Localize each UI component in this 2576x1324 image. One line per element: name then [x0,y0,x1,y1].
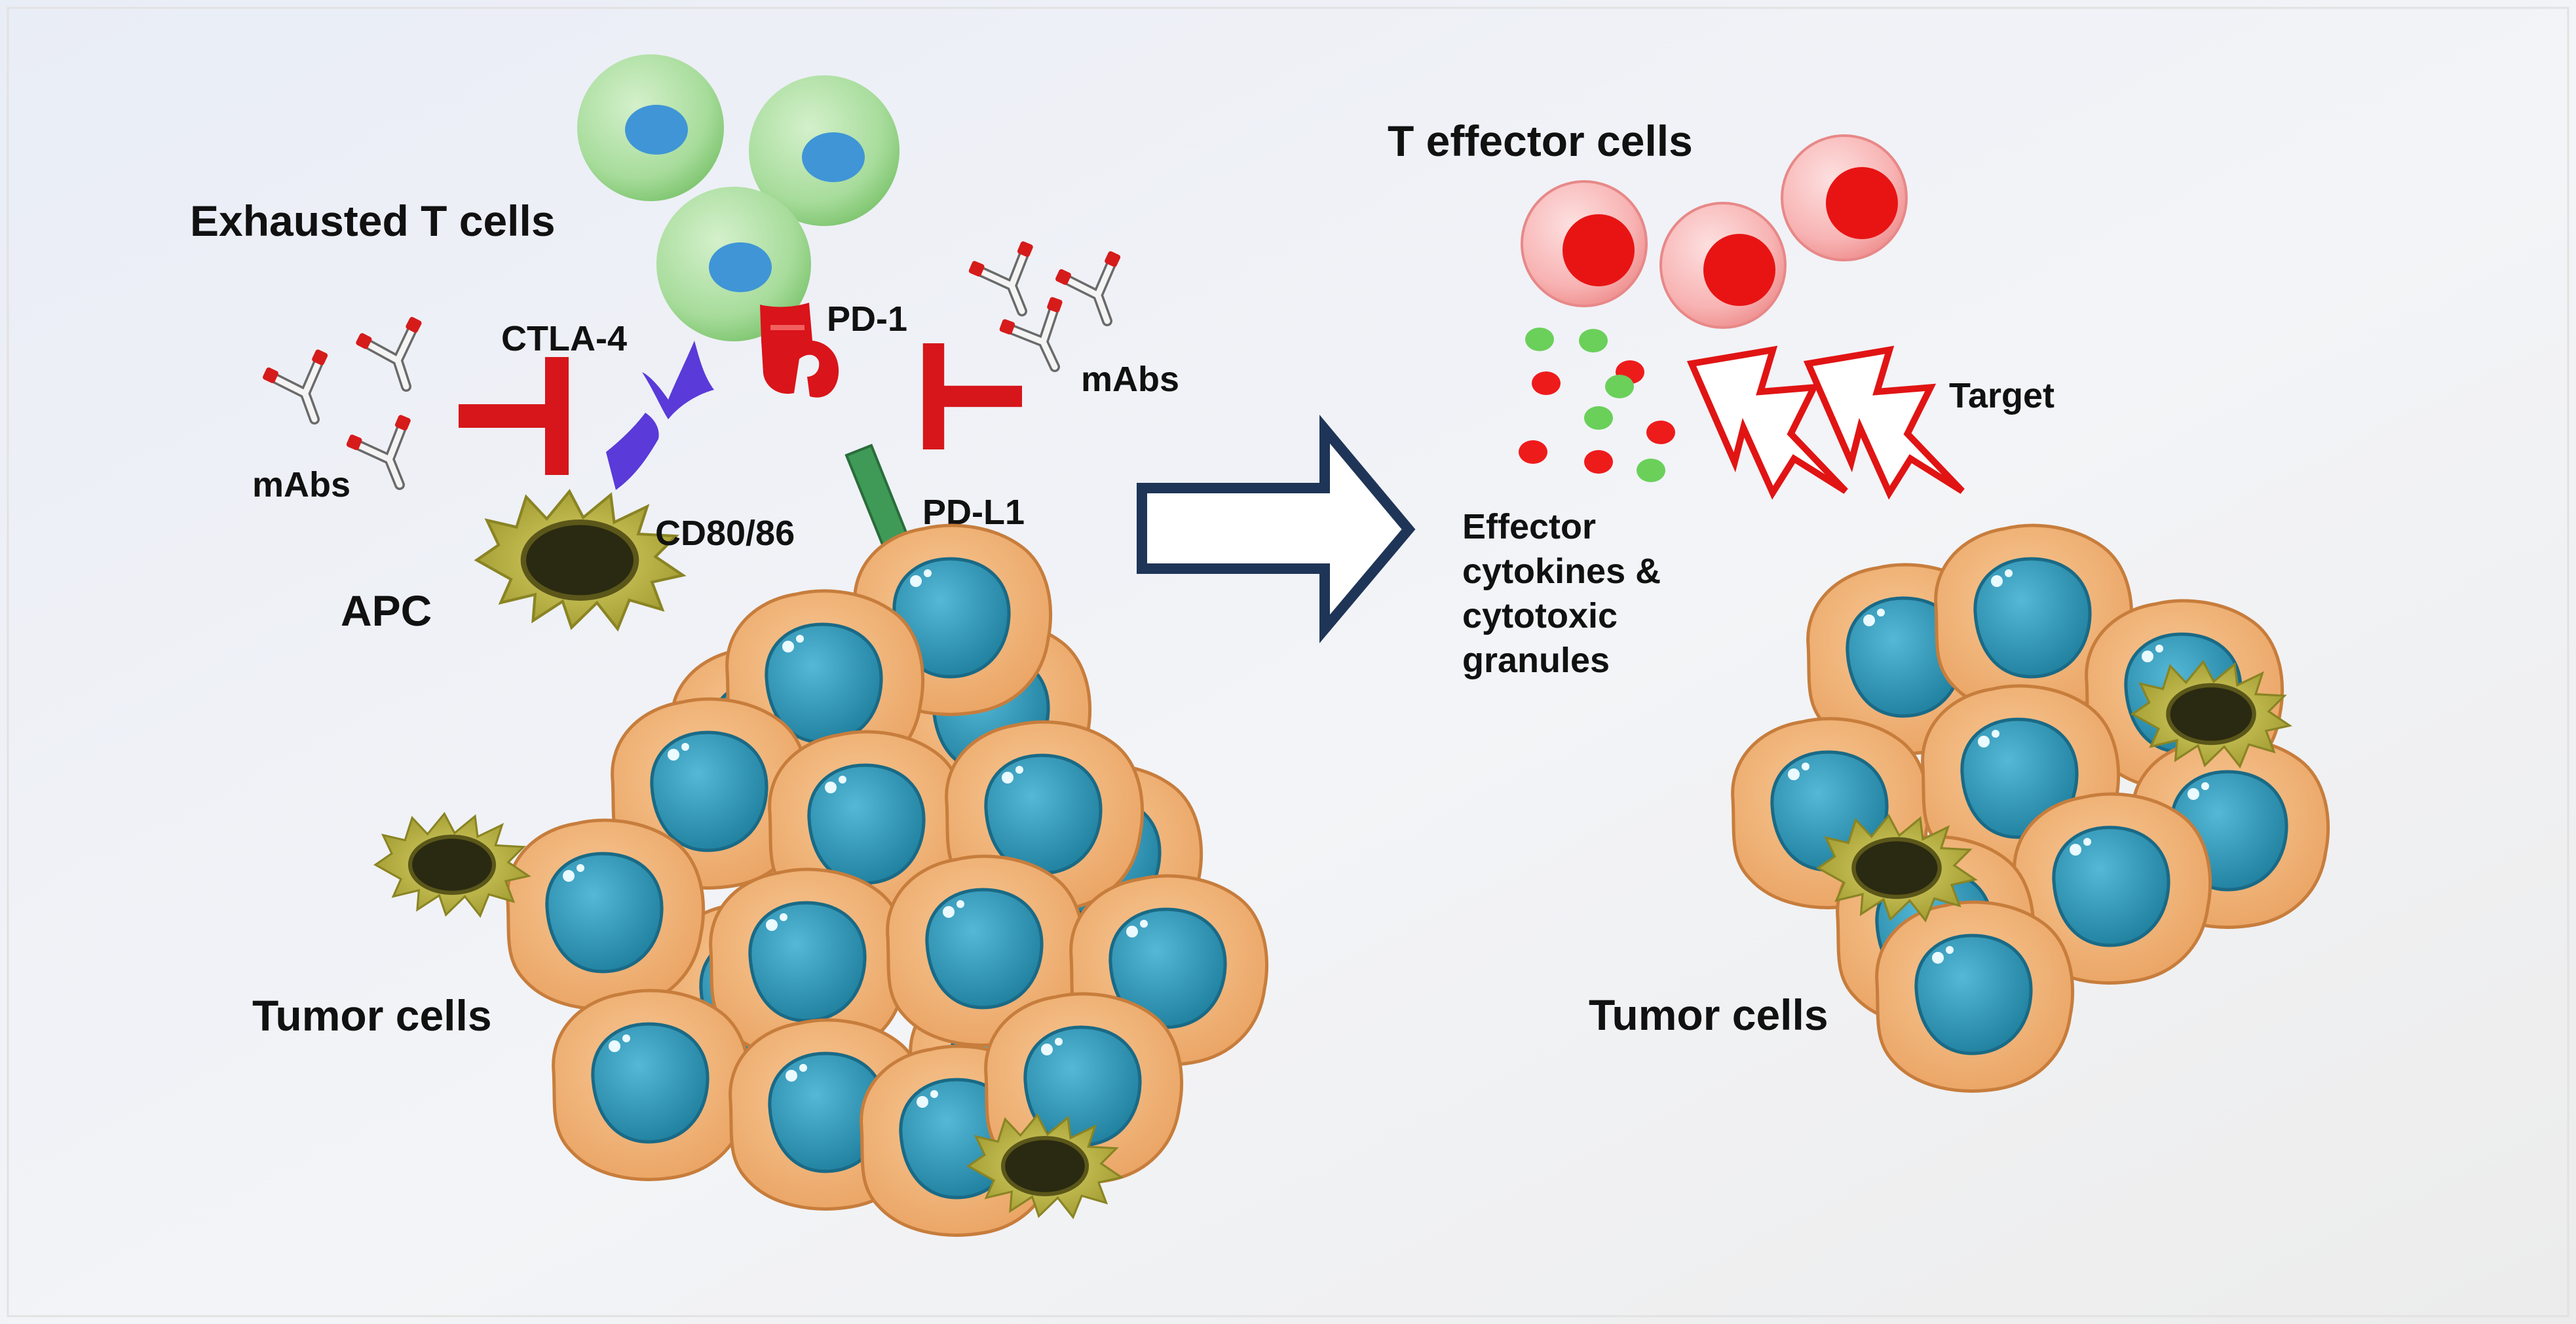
label-pd1: PD-1 [827,299,907,339]
cytotoxic-granules [1519,328,1675,482]
pd1-receptor [760,303,839,398]
label-effector-line1: Effector [1462,507,1596,546]
effector-t-cell-2 [1659,202,1787,329]
cd80-86-ligand [606,413,659,490]
label-t-effector-cells: T effector cells [1388,117,1693,165]
label-effector-line2: cytokines & [1462,552,1661,591]
label-ctla4: CTLA-4 [501,319,627,358]
exhausted-t-cell-2 [749,75,900,226]
label-tumor-cells-left: Tumor cells [252,991,492,1040]
ctla4-receptor [642,341,714,419]
exhausted-t-cell-1 [577,54,724,201]
label-exhausted-t-cells: Exhausted T cells [190,197,556,245]
transition-arrow [1137,414,1416,643]
label-tumor-cells-right: Tumor cells [1589,991,1828,1039]
effector-t-cell-1 [1521,180,1648,307]
label-mabs-left: mAbs [252,465,350,504]
label-apc: APC [341,586,432,635]
exhausted-t-cell-3 [656,187,811,341]
label-cd80-86: CD80/86 [655,514,795,553]
label-target: Target [1949,376,2055,415]
frame [7,7,2569,1317]
label-mabs-right: mAbs [1081,360,1179,399]
label-effector-line3: cytotoxic [1462,596,1618,635]
label-effector-line4: granules [1462,641,1610,680]
effector-t-cell-3 [1781,134,1908,261]
